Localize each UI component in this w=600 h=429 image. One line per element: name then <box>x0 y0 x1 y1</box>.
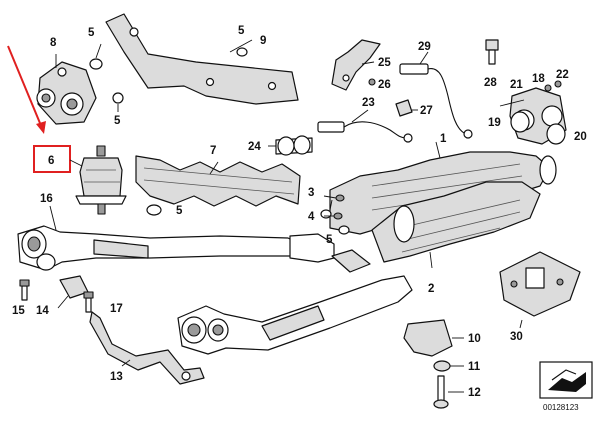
highlight-annotation <box>7 45 71 173</box>
callout-19: 19 <box>488 117 501 129</box>
lower-front-pipe[interactable] <box>177 249 413 355</box>
callout-26: 26 <box>378 79 391 91</box>
callout-11: 11 <box>468 361 481 373</box>
callout-9: 9 <box>260 35 266 47</box>
part-23-oxygen-sensor[interactable] <box>317 109 413 143</box>
callout-2: 2 <box>428 283 434 295</box>
part-6-rubber-mount[interactable] <box>69 145 127 215</box>
callout-18: 18 <box>532 73 545 85</box>
part-8-mount-bracket[interactable] <box>36 43 124 125</box>
view-direction-icon <box>548 372 586 392</box>
part-24-pipe-clamp[interactable] <box>268 135 313 156</box>
catalog-id-box <box>539 361 593 399</box>
callout-20: 20 <box>574 131 587 143</box>
part-12-bolt[interactable] <box>433 375 464 409</box>
callout-12: 12 <box>468 387 481 399</box>
part-7-heat-shield[interactable] <box>135 155 301 216</box>
callout-5c: 5 <box>114 115 121 127</box>
part-9-support-bracket[interactable] <box>105 13 299 105</box>
part-18-flange[interactable] <box>499 80 567 145</box>
callout-8: 8 <box>50 37 57 49</box>
callout-24: 24 <box>248 141 261 153</box>
callout-25: 25 <box>378 57 391 69</box>
part-29-oxygen-sensor[interactable] <box>399 51 473 139</box>
part-1-catalytic-converter[interactable] <box>329 141 557 235</box>
callout-5b: 5 <box>238 25 245 37</box>
callout-5d: 5 <box>176 205 183 217</box>
callout-30: 30 <box>510 331 523 343</box>
part-30-mounting-plate[interactable] <box>499 251 581 329</box>
highlight-box <box>33 145 71 173</box>
part-2-catalytic-converter[interactable] <box>371 181 541 269</box>
callout-labels: 1 2 3 4 5 5 5 5 5 6 7 8 9 10 11 12 13 14… <box>12 25 587 412</box>
callout-16: 16 <box>40 193 53 205</box>
callout-7: 7 <box>210 145 216 157</box>
callout-3: 3 <box>308 187 314 199</box>
red-pointer-arrow <box>7 45 43 129</box>
callout-23: 23 <box>362 97 375 109</box>
callout-27: 27 <box>420 105 433 117</box>
callout-5a: 5 <box>88 27 95 39</box>
callout-28: 28 <box>484 77 497 89</box>
part-11-nut[interactable] <box>433 360 464 372</box>
catalog-id-label: 00128123 <box>543 403 579 412</box>
red-arrow-head <box>36 121 46 134</box>
callout-14: 14 <box>36 305 49 317</box>
part-13-support-bracket[interactable] <box>89 311 205 385</box>
part-27-clip[interactable] <box>395 99 418 117</box>
callout-10: 10 <box>468 333 481 345</box>
part-28-bolt[interactable] <box>485 39 499 65</box>
callout-1: 1 <box>440 133 447 145</box>
callout-13: 13 <box>110 371 123 383</box>
part-14-clamp[interactable] <box>19 275 94 313</box>
part-16-front-pipe[interactable] <box>17 205 335 271</box>
part-10-bracket[interactable] <box>403 319 464 357</box>
callout-21: 21 <box>510 79 523 91</box>
callout-15: 15 <box>12 305 25 317</box>
callout-22: 22 <box>556 69 569 81</box>
callout-5e: 5 <box>326 234 333 246</box>
callout-4: 4 <box>308 211 315 223</box>
callout-29: 29 <box>418 41 431 53</box>
callout-6: 6 <box>48 155 54 167</box>
part-25-sensor-bracket[interactable] <box>331 39 381 91</box>
callout-17: 17 <box>110 303 123 315</box>
part-3-4-bolts[interactable] <box>323 194 345 220</box>
